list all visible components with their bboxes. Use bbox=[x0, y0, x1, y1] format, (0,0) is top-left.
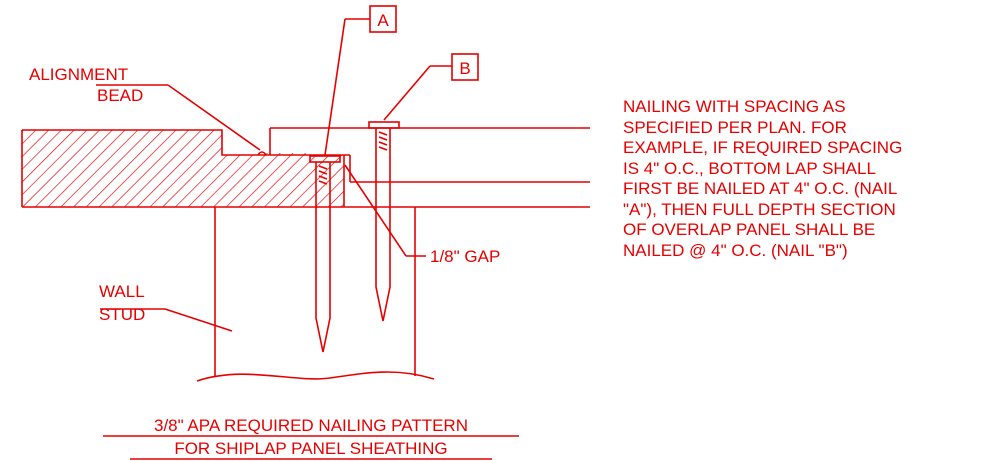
alignment-label-line1: ALIGNMENT bbox=[29, 65, 128, 84]
leader-lines bbox=[96, 18, 452, 332]
note-line: SPECIFIED PER PLAN. FOR bbox=[623, 117, 847, 137]
gap-label: 1/8" GAP bbox=[430, 247, 500, 266]
callout-a-label: A bbox=[377, 11, 389, 30]
alignment-bead bbox=[257, 151, 267, 156]
wall-stud bbox=[196, 207, 435, 382]
note-line: "A"), THEN FULL DEPTH SECTION bbox=[623, 199, 896, 219]
wall-label-line1: WALL bbox=[99, 282, 145, 301]
note-line: NAILING WITH SPACING AS bbox=[623, 97, 846, 116]
nail-a bbox=[309, 155, 341, 353]
title-line1: 3/8" APA REQUIRED NAILING PATTERN bbox=[154, 416, 468, 435]
note-line: IS 4" O.C., BOTTOM LAP SHALL bbox=[623, 158, 876, 178]
nail-b bbox=[368, 121, 400, 322]
nailing-note: NAILING WITH SPACING AS SPECIFIED PER PL… bbox=[623, 97, 1005, 261]
note-line: OF OVERLAP PANEL SHALL BE bbox=[623, 220, 876, 239]
alignment-label-line2: BEAD bbox=[97, 86, 143, 105]
note-line: FIRST BE NAILED AT 4" O.C. (NAIL bbox=[623, 179, 898, 198]
bottom-lap-panel bbox=[21, 129, 590, 208]
callout-b-label: B bbox=[459, 59, 470, 78]
callout-a: A bbox=[369, 5, 397, 33]
note-line: NAILED @ 4" O.C. (NAIL "B") bbox=[623, 240, 848, 260]
wall-label-line2: STUD bbox=[99, 305, 145, 324]
callout-b: B bbox=[451, 53, 479, 81]
title-line2: FOR SHIPLAP PANEL SHEATHING bbox=[174, 439, 447, 458]
note-line: EXAMPLE, IF REQUIRED SPACING bbox=[623, 138, 903, 157]
